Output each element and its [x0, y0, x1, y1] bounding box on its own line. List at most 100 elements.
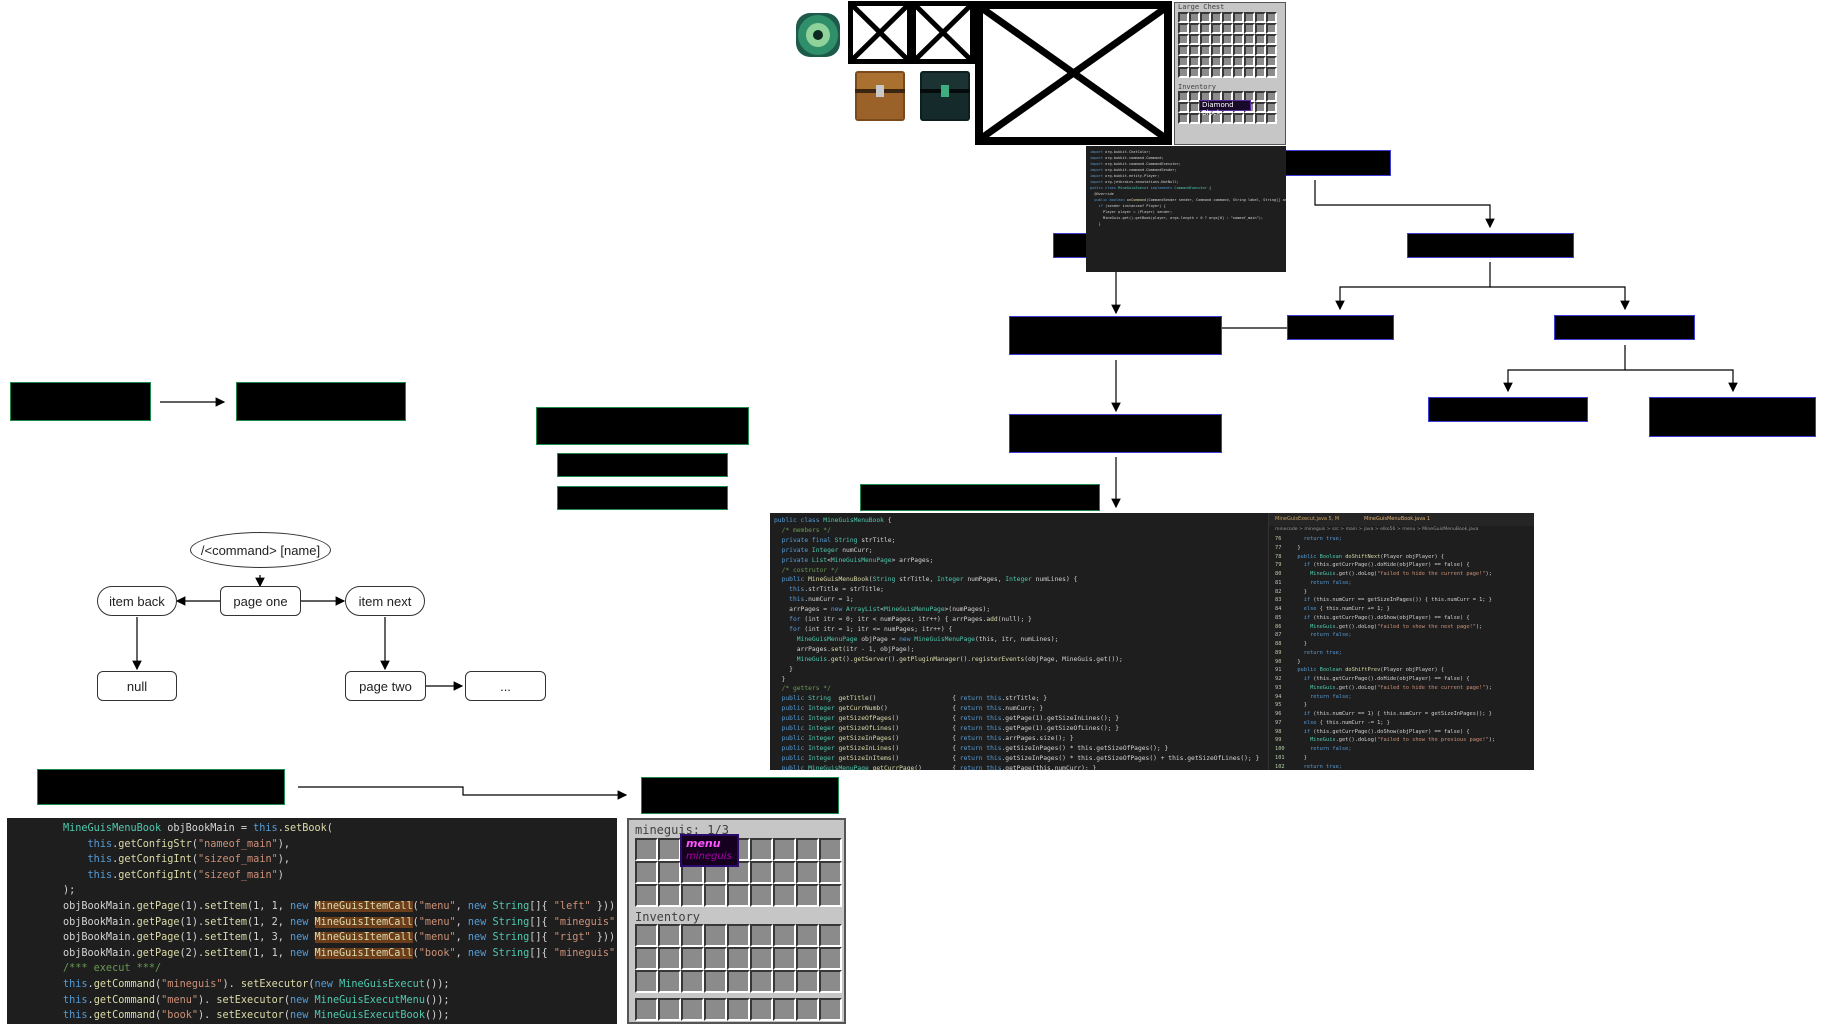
- gui-slot[interactable]: [635, 884, 658, 907]
- inventory-slot[interactable]: [704, 924, 727, 947]
- gui-slot[interactable]: [796, 884, 819, 907]
- gui-slot[interactable]: [750, 884, 773, 907]
- chest-slot[interactable]: [1222, 45, 1233, 56]
- inventory-slot[interactable]: [727, 970, 750, 993]
- chest-slot[interactable]: [1200, 23, 1211, 34]
- gui-slot[interactable]: [681, 884, 704, 907]
- chest-slot[interactable]: [1211, 67, 1222, 78]
- chest-slot[interactable]: [1233, 67, 1244, 78]
- inventory-slot[interactable]: [1266, 91, 1277, 102]
- gui-slot[interactable]: [658, 884, 681, 907]
- inventory-slot[interactable]: [681, 924, 704, 947]
- chest-slot[interactable]: [1211, 23, 1222, 34]
- chest-slot[interactable]: [1244, 67, 1255, 78]
- gui-slot[interactable]: [819, 861, 842, 884]
- chest-slot[interactable]: [1222, 12, 1233, 23]
- gui-slot[interactable]: [658, 861, 681, 884]
- hotbar-slot[interactable]: [704, 998, 727, 1021]
- chest-slot[interactable]: [1244, 34, 1255, 45]
- editor-tab-1[interactable]: MineGuisExecut.java 5, M: [1275, 516, 1340, 522]
- hotbar-slot[interactable]: [773, 998, 796, 1021]
- chest-slot[interactable]: [1222, 34, 1233, 45]
- chest-slot[interactable]: [1255, 56, 1266, 67]
- inventory-slot[interactable]: [796, 947, 819, 970]
- inventory-slot[interactable]: [750, 970, 773, 993]
- chest-slot[interactable]: [1178, 34, 1189, 45]
- chest-slot[interactable]: [1178, 45, 1189, 56]
- inventory-slot[interactable]: [658, 970, 681, 993]
- hotbar-slot[interactable]: [796, 998, 819, 1021]
- inventory-slot[interactable]: [773, 970, 796, 993]
- gui-slot[interactable]: [773, 884, 796, 907]
- inventory-slot[interactable]: [704, 970, 727, 993]
- hotbar-slot[interactable]: [819, 998, 842, 1021]
- gui-slot[interactable]: [750, 861, 773, 884]
- gui-slot[interactable]: [635, 861, 658, 884]
- gui-slot[interactable]: [773, 861, 796, 884]
- inventory-slot[interactable]: [1189, 113, 1200, 124]
- inventory-slot[interactable]: [1266, 102, 1277, 113]
- chest-slot[interactable]: [1233, 12, 1244, 23]
- inventory-slot[interactable]: [819, 970, 842, 993]
- chest-slot[interactable]: [1266, 23, 1277, 34]
- chest-slot[interactable]: [1211, 45, 1222, 56]
- chest-slot[interactable]: [1178, 23, 1189, 34]
- chest-slot[interactable]: [1266, 12, 1277, 23]
- gui-slot[interactable]: [658, 838, 681, 861]
- chest-slot[interactable]: [1222, 56, 1233, 67]
- chest-slot[interactable]: [1200, 34, 1211, 45]
- inventory-slot[interactable]: [658, 947, 681, 970]
- chest-slot[interactable]: [1255, 67, 1266, 78]
- gui-slot[interactable]: [635, 838, 658, 861]
- chest-slot[interactable]: [1255, 45, 1266, 56]
- chest-slot[interactable]: [1244, 23, 1255, 34]
- hotbar-slot[interactable]: [658, 998, 681, 1021]
- inventory-slot[interactable]: [681, 947, 704, 970]
- inventory-slot[interactable]: [727, 924, 750, 947]
- inventory-slot[interactable]: [1178, 113, 1189, 124]
- inventory-slot[interactable]: [796, 970, 819, 993]
- chest-slot[interactable]: [1211, 56, 1222, 67]
- inventory-slot[interactable]: [1211, 113, 1222, 124]
- chest-slot[interactable]: [1255, 34, 1266, 45]
- gui-slot[interactable]: [750, 838, 773, 861]
- inventory-slot[interactable]: [1255, 102, 1266, 113]
- chest-slot[interactable]: [1189, 12, 1200, 23]
- chest-slot[interactable]: [1189, 34, 1200, 45]
- hotbar-slot[interactable]: [681, 998, 704, 1021]
- chest-slot[interactable]: [1266, 34, 1277, 45]
- inventory-slot[interactable]: [1222, 113, 1233, 124]
- inventory-slot[interactable]: [1255, 113, 1266, 124]
- inventory-slot[interactable]: [773, 924, 796, 947]
- inventory-slot[interactable]: [727, 947, 750, 970]
- chest-slot[interactable]: [1266, 45, 1277, 56]
- inventory-slot[interactable]: [635, 924, 658, 947]
- inventory-slot[interactable]: [773, 947, 796, 970]
- inventory-slot[interactable]: [1266, 113, 1277, 124]
- gui-slot[interactable]: [704, 884, 727, 907]
- gui-slot[interactable]: [819, 838, 842, 861]
- chest-slot[interactable]: [1211, 12, 1222, 23]
- chest-slot[interactable]: [1189, 67, 1200, 78]
- gui-slot[interactable]: [819, 884, 842, 907]
- inventory-slot[interactable]: [1200, 113, 1211, 124]
- chest-slot[interactable]: [1244, 45, 1255, 56]
- inventory-slot[interactable]: [681, 970, 704, 993]
- gui-slot[interactable]: [796, 838, 819, 861]
- chest-slot[interactable]: [1266, 67, 1277, 78]
- chest-slot[interactable]: [1233, 45, 1244, 56]
- chest-slot[interactable]: [1233, 34, 1244, 45]
- chest-slot[interactable]: [1189, 45, 1200, 56]
- chest-slot[interactable]: [1244, 56, 1255, 67]
- chest-slot[interactable]: [1255, 12, 1266, 23]
- chest-slot[interactable]: [1200, 67, 1211, 78]
- chest-slot[interactable]: [1189, 56, 1200, 67]
- chest-slot[interactable]: [1189, 23, 1200, 34]
- chest-slot[interactable]: [1178, 56, 1189, 67]
- gui-slot[interactable]: [796, 861, 819, 884]
- inventory-slot[interactable]: [1233, 113, 1244, 124]
- inventory-slot[interactable]: [658, 924, 681, 947]
- inventory-slot[interactable]: [635, 970, 658, 993]
- chest-slot[interactable]: [1178, 12, 1189, 23]
- inventory-slot[interactable]: [635, 947, 658, 970]
